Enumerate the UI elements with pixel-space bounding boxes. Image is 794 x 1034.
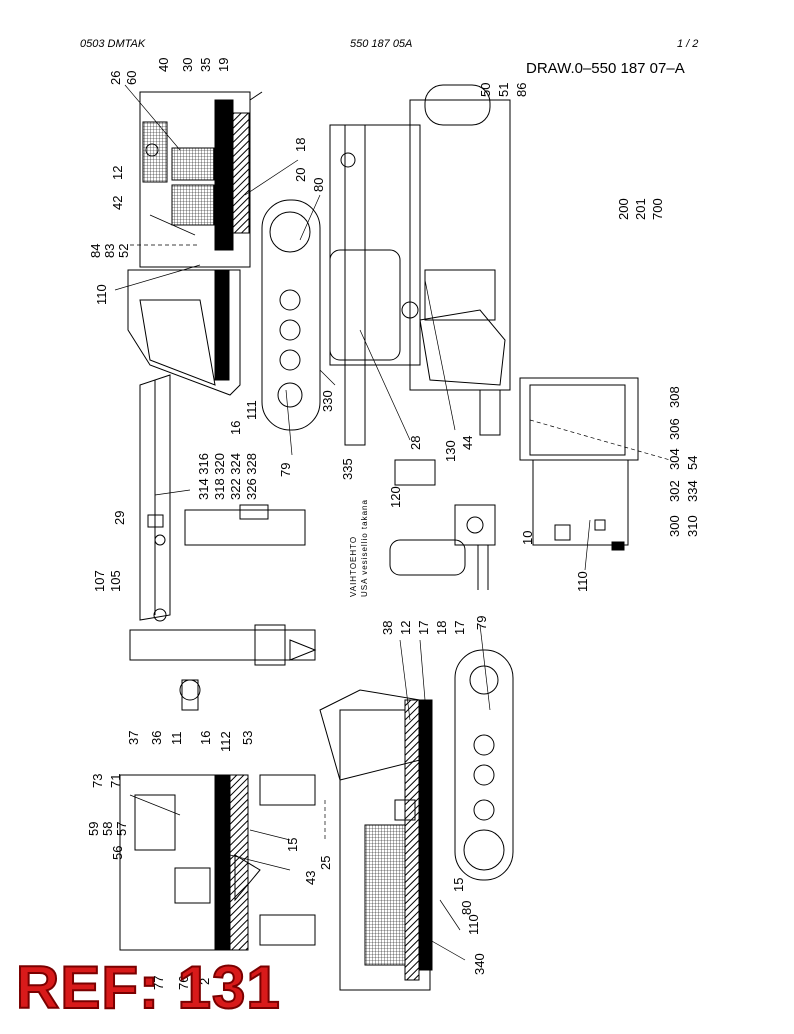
callout: 43 [303,871,318,885]
alternative-note-text: USA vesisellio takana [360,499,369,597]
callout: 79 [474,616,489,630]
callout: 56 [110,846,125,860]
header-center-code: 550 187 05A [350,38,413,50]
callout: 53 [240,731,255,745]
callout: 51 [496,83,511,97]
callout: 84 [88,244,103,258]
callout: 302 [667,480,682,502]
callout: 306 [667,418,682,440]
callout: 28 [408,436,423,450]
callout: 86 [514,83,529,97]
callout: 300 [667,515,682,537]
callout: 71 [108,774,123,788]
callout: 20 [293,168,308,182]
callout: 12 [398,621,413,635]
callout: 15 [451,878,466,892]
callout: 326 328 [244,453,259,500]
drawing-number: DRAW.0–550 187 07–A [526,60,685,77]
callout: 26 [108,71,123,85]
callout: 16 [228,421,243,435]
callout: 35 [198,58,213,72]
callout: 110 [466,914,481,935]
machine-front-view [119,774,316,951]
callout: 304 [667,448,682,470]
callout: 314 316 [196,453,211,500]
callout: 130 [443,440,458,462]
callout: 37 [126,731,141,745]
callout: 18 [434,621,449,635]
leader-lines [114,84,671,961]
callout: 112 [218,731,233,752]
callout: 18 [293,138,308,152]
callout: 110 [575,571,590,592]
callout: 40 [156,58,171,72]
machine-side-view [319,649,514,991]
callout: 77 [151,976,166,990]
callout: 16 [198,731,213,745]
callout: 12 [110,166,125,180]
machine-top-view [127,84,511,446]
alternative-note-title: VAIHTOEHTO [349,536,358,597]
callout: 340 [472,953,487,975]
callout: 83 [102,244,117,258]
callout: 60 [124,71,139,85]
callout: 107 [92,570,107,592]
callout: 111 [244,400,259,420]
callout: 308 [667,386,682,408]
reference-label: REF: 131 [15,954,281,1021]
boom-arm [129,374,317,711]
callout: 322 324 [228,453,243,500]
header-left-code: 0503 DMTAK [80,38,146,50]
callout: 105 [108,570,123,592]
callout: 54 [685,456,700,470]
callout: 36 [149,731,164,745]
callout: 58 [100,822,115,836]
callout: 2 [197,978,212,985]
callout: 201 [633,198,648,220]
callout: 57 [114,822,129,836]
callout: 330 [320,390,335,412]
callout: 17 [452,621,467,635]
callout: 11 [169,732,184,746]
header-page-number: 1 / 2 [677,38,699,50]
callout: 200 [616,198,631,220]
callout: 19 [216,58,231,72]
callout: 110 [94,284,109,305]
callout: 38 [380,621,395,635]
callout: 52 [116,244,131,258]
callout: 79 [278,463,293,477]
callout: 73 [90,774,105,788]
callout: 50 [478,83,493,97]
callout: 30 [180,58,195,72]
callout: 25 [318,856,333,870]
tank-assembly [389,459,496,590]
callout: 318 320 [212,453,227,500]
callout: 80 [459,901,474,915]
callout: 59 [86,822,101,836]
callout: 80 [311,178,326,192]
cabin-module [519,377,639,551]
callout: 310 [685,515,700,537]
callout: 10 [520,531,535,545]
callout: 17 [416,621,431,635]
callout: 76 [176,976,191,990]
callout: 120 [388,486,403,508]
callout: 42 [110,196,125,210]
callout: 335 [340,458,355,480]
callout: 700 [650,198,665,220]
callout: 29 [112,511,127,525]
callout: 334 [685,480,700,502]
callout-labels: 26 60 40 30 35 19 12 42 84 83 52 110 18 … [86,58,700,990]
callout: 44 [460,436,475,450]
callout: 15 [285,838,300,852]
